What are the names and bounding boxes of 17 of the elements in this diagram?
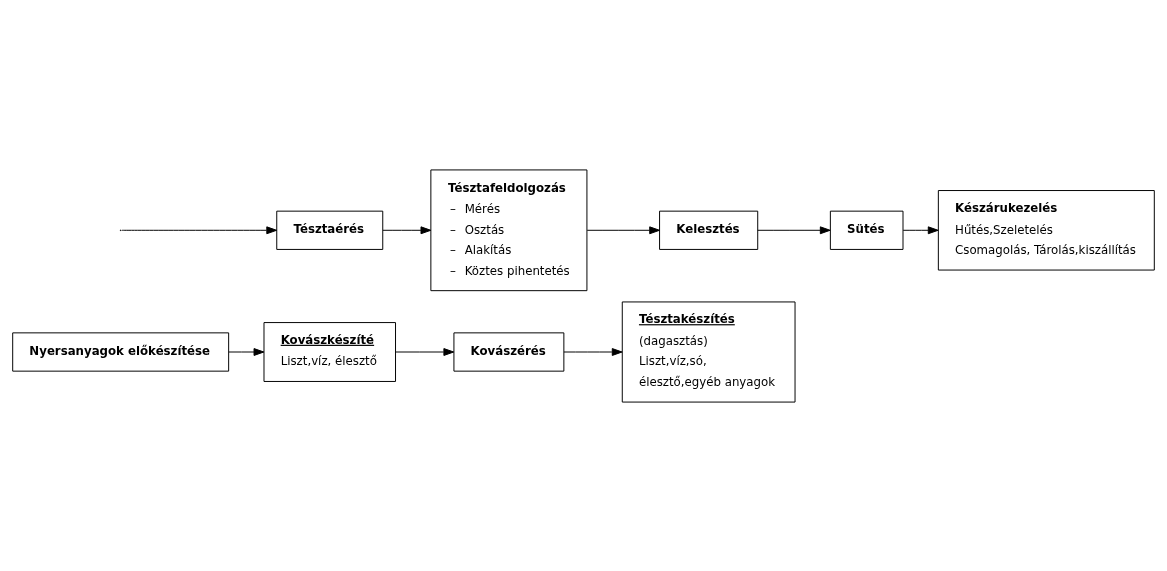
node-box: Készárukezelés Hűtés,Szeletelés Csomagolás, Tárolás,kiszállítás xyxy=(937,189,1155,271)
node-box: Kovászkészíté Liszt,víz, élesztő xyxy=(263,321,396,382)
arrow xyxy=(382,225,432,234)
node-box: Tésztaérés xyxy=(276,210,384,250)
node-box: Tésztafeldolgozás – Mérés – Osztás – Alakítás – Köztes pihentetés xyxy=(430,168,588,291)
node-box: Nyersanyagok előkészítése xyxy=(12,331,230,372)
arrow xyxy=(121,225,278,234)
arrow xyxy=(395,347,455,356)
arrow xyxy=(902,225,939,234)
node-box: Kelesztés xyxy=(659,210,759,250)
node-box: Sütés xyxy=(829,210,904,250)
node-box: Kovászérés xyxy=(453,331,565,372)
arrow xyxy=(757,225,831,234)
arrow xyxy=(228,347,265,356)
arrow xyxy=(563,347,623,356)
node-box: Tésztakészítés (dagasztás) Liszt,víz,só, élesztő,egyéb anyagok xyxy=(621,300,796,403)
arrow xyxy=(586,225,660,234)
